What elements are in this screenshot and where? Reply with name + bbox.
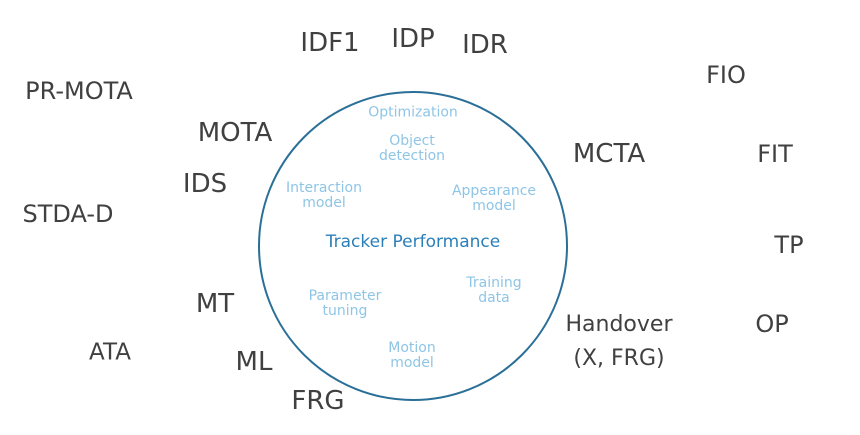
metric-tp: TP [774,231,804,259]
metric-mt: MT [195,289,235,319]
factor-object-detection: Object detection [378,133,446,164]
metric-pr-mota: PR-MOTA [25,77,133,105]
metric-fio: FIO [706,61,746,89]
factor-motion-model: Motion model [388,340,436,371]
factor-training-data: Training data [466,275,522,306]
metric-handover: Handover (X, FRG) [566,308,673,376]
metric-idp: IDP [391,24,435,54]
factor-optimization: Optimization [368,104,458,121]
metric-op: OP [755,310,789,338]
metric-ml: ML [235,347,273,377]
center-title: Tracker Performance [325,232,501,252]
metric-frg: FRG [291,386,345,416]
metric-mota: MOTA [197,118,273,148]
handover-sublabel: (X, FRG) [573,346,665,371]
metric-idr: IDR [462,30,508,60]
handover-label: Handover [565,312,673,337]
metric-mcta: MCTA [572,139,646,169]
factor-parameter-tuning: Parameter tuning [308,288,382,319]
metric-fit: FIT [757,140,793,168]
factor-appearance-model: Appearance model [451,183,537,214]
metric-ata: ATA [89,339,131,366]
metric-idf1: IDF1 [300,28,360,58]
tracker-performance-circle [258,91,568,401]
factor-interaction-model: Interaction model [286,180,362,211]
metric-ids: IDS [182,169,228,199]
metric-stda-d: STDA-D [22,200,114,228]
